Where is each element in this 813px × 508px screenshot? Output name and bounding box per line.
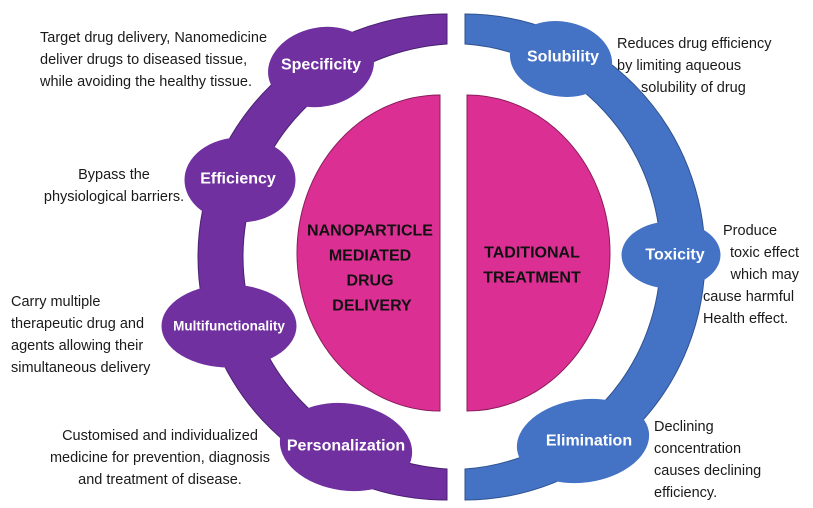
description-line: deliver drugs to diseased tissue, xyxy=(40,52,248,68)
description-line: Target drug delivery, Nanomedicine xyxy=(40,30,268,46)
toxicity-label: Toxicity xyxy=(645,247,704,264)
description-line: while avoiding the healthy tissue. xyxy=(40,74,252,90)
multifunctionality-ellipse xyxy=(161,284,297,368)
solubility-description: Reduces drug efficiency by limiting aque… xyxy=(617,33,772,99)
description-line: Health effect. xyxy=(703,311,789,327)
efficiency-description: Bypass the physiological barriers. xyxy=(40,164,188,208)
description-line: cause harmful xyxy=(703,289,795,305)
node-toxicity: Toxicity xyxy=(621,221,721,289)
personalization-ellipse xyxy=(279,402,413,492)
traditional-title-line: TADITIONAL xyxy=(484,245,580,262)
multifunctionality-label: Multifunctionality xyxy=(173,319,285,334)
node-personalization: Personalization xyxy=(279,402,413,492)
description-line: therapeutic drug and xyxy=(11,316,145,332)
nanoparticle-title-line: DRUG xyxy=(346,273,393,290)
traditional-title: TADITIONAL TREATMENT xyxy=(483,245,581,287)
description-line: Customised and individualized xyxy=(62,428,258,444)
toxicity-ellipse xyxy=(621,221,721,289)
solubility-ellipse xyxy=(509,21,613,97)
description-line: Reduces drug efficiency xyxy=(617,36,772,52)
traditional-ring-arc xyxy=(464,13,706,501)
node-multifunctionality: Multifunctionality xyxy=(161,284,297,368)
description-line: by limiting aqueous xyxy=(617,58,742,74)
description-line: agents allowing their xyxy=(11,338,144,354)
description-line: efficiency. xyxy=(654,485,718,501)
nanoparticle-title-line: DELIVERY xyxy=(332,298,412,315)
description-line: Bypass the xyxy=(78,167,150,183)
node-solubility: Solubility xyxy=(509,21,613,97)
node-efficiency: Efficiency xyxy=(184,137,296,223)
specificity-ellipse xyxy=(268,26,374,108)
personalization-description: Customised and individualized medicine f… xyxy=(40,425,280,491)
description-line: Produce xyxy=(723,223,778,239)
nanoparticle-title-line: MEDIATED xyxy=(329,248,411,265)
description-line: solubility of drug xyxy=(641,80,746,96)
nanoparticle-half-circle xyxy=(296,94,441,412)
solubility-label: Solubility xyxy=(527,49,599,66)
node-elimination: Elimination xyxy=(516,398,650,484)
description-line: which may xyxy=(730,267,800,283)
description-line: causes declining xyxy=(654,463,762,479)
elimination-description: Declining concentration causes declining… xyxy=(654,416,761,504)
nanoparticle-title-line: NANOPARTICLE xyxy=(307,223,433,240)
description-line: toxic effect xyxy=(729,245,799,261)
specificity-description: Target drug delivery, Nanomedicine deliv… xyxy=(40,27,267,93)
description-line: Declining xyxy=(654,419,714,435)
multifunctionality-description: Carry multiple therapeutic drug and agen… xyxy=(11,291,150,379)
description-line: physiological barriers. xyxy=(43,189,185,205)
description-line: simultaneous delivery xyxy=(11,360,151,376)
specificity-label: Specificity xyxy=(281,57,361,74)
description-line: and treatment of disease. xyxy=(78,472,242,488)
traditional-title-line: TREATMENT xyxy=(483,270,581,287)
description-line: medicine for prevention, diagnosis xyxy=(49,450,271,466)
traditional-half-circle xyxy=(466,94,611,412)
efficiency-ellipse xyxy=(184,137,296,223)
efficiency-label: Efficiency xyxy=(200,171,276,188)
description-line: concentration xyxy=(654,441,742,457)
elimination-ellipse xyxy=(516,398,650,484)
elimination-label: Elimination xyxy=(546,433,632,450)
node-specificity: Specificity xyxy=(268,26,374,108)
personalization-label: Personalization xyxy=(287,438,405,455)
description-line: Carry multiple xyxy=(11,294,101,310)
toxicity-description: Produce toxic effect which may cause har… xyxy=(703,220,799,330)
nanoparticle-title: NANOPARTICLE MEDIATED DRUG DELIVERY xyxy=(307,223,433,315)
